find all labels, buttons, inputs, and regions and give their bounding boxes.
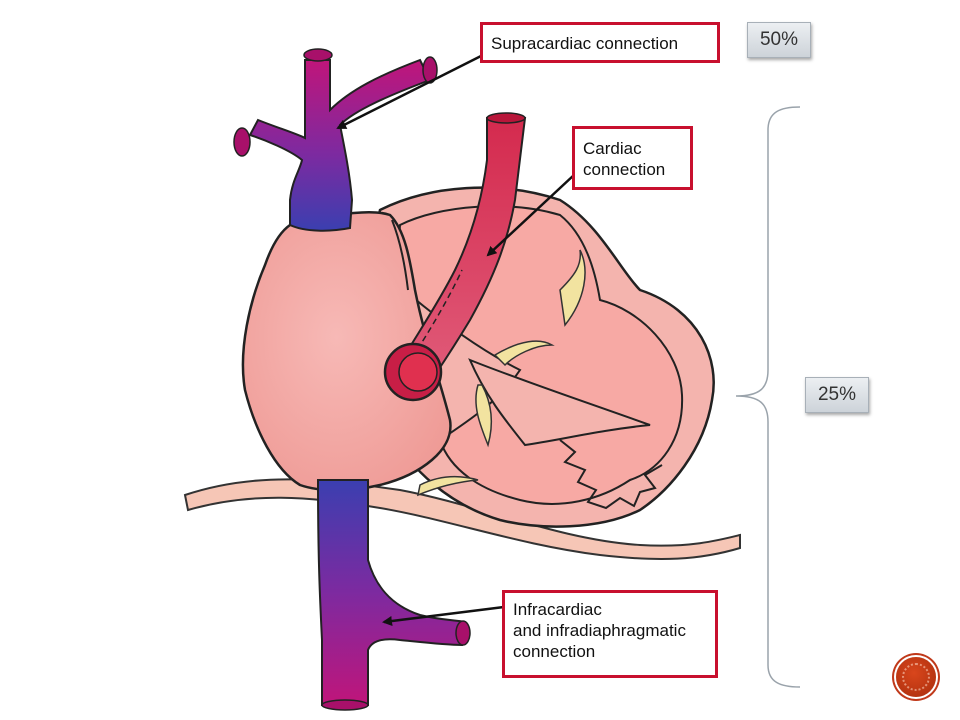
- bracketed-percentage-badge: 25%: [805, 377, 869, 413]
- infracardiac-veins: [316, 479, 471, 711]
- next-slide-icon: [902, 663, 930, 691]
- supracardiac-percentage-badge: 50%: [747, 22, 811, 58]
- supracardiac-veins: [233, 48, 438, 232]
- right-atrium: [241, 210, 452, 492]
- arrow-cardiac: [486, 174, 575, 257]
- pulmonary-trunk: [383, 112, 527, 402]
- infracardiac-callout: Infracardiac and infradiaphragmatic conn…: [502, 590, 718, 678]
- next-slide-button[interactable]: [896, 657, 936, 697]
- range-bracket: [735, 106, 801, 688]
- supracardiac-callout: Supracardiac connection: [480, 22, 720, 63]
- arrow-infracardiac: [382, 605, 505, 626]
- cardiac-callout: Cardiac connection: [572, 126, 693, 190]
- arrow-supracardiac: [336, 54, 482, 130]
